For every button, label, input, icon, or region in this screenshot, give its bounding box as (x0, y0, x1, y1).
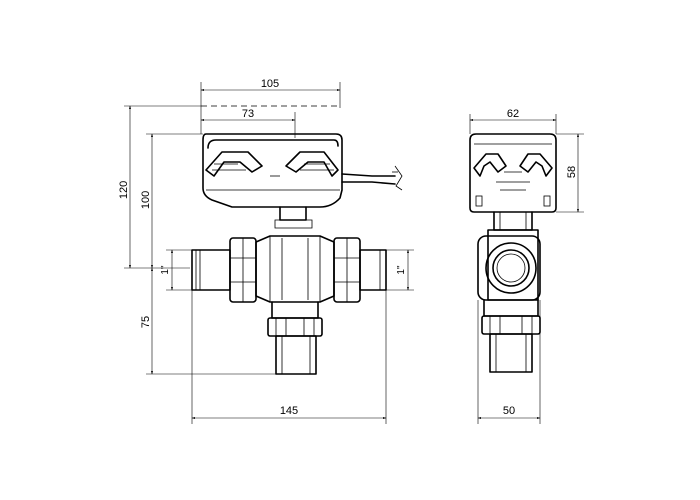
dim-58: 58 (556, 133, 584, 213)
dim-75: 75 (140, 267, 276, 375)
dim-label-75: 75 (140, 316, 152, 328)
front-view: 105 73 120 100 1" (118, 78, 414, 424)
side-view: 62 58 50 (469, 108, 584, 424)
dim-label-62: 62 (507, 108, 519, 120)
dim-120: 120 (118, 105, 201, 269)
side-valve-body (477, 229, 541, 373)
dim-label-thread-right: 1" (396, 265, 407, 275)
dim-thread-right: 1" (386, 249, 414, 291)
dim-73: 73 (200, 108, 296, 138)
dim-label-105: 105 (261, 78, 279, 90)
dim-105: 105 (200, 78, 341, 134)
side-actuator-housing (469, 133, 557, 231)
dim-label-58: 58 (566, 166, 578, 178)
dim-label-thread-left: 1" (160, 265, 171, 275)
valve-body (191, 235, 387, 375)
dim-62: 62 (469, 108, 557, 134)
dim-label-73: 73 (242, 108, 254, 120)
dim-label-145: 145 (280, 405, 298, 417)
dim-100: 100 (140, 133, 203, 269)
dim-label-100: 100 (140, 191, 152, 209)
dim-thread-left: 1" (160, 249, 192, 291)
dim-label-120: 120 (118, 181, 130, 199)
actuator-housing (202, 133, 343, 229)
dim-label-50: 50 (503, 405, 515, 417)
dim-50: 50 (477, 300, 541, 424)
cable (341, 165, 403, 191)
dim-145: 145 (191, 290, 387, 424)
